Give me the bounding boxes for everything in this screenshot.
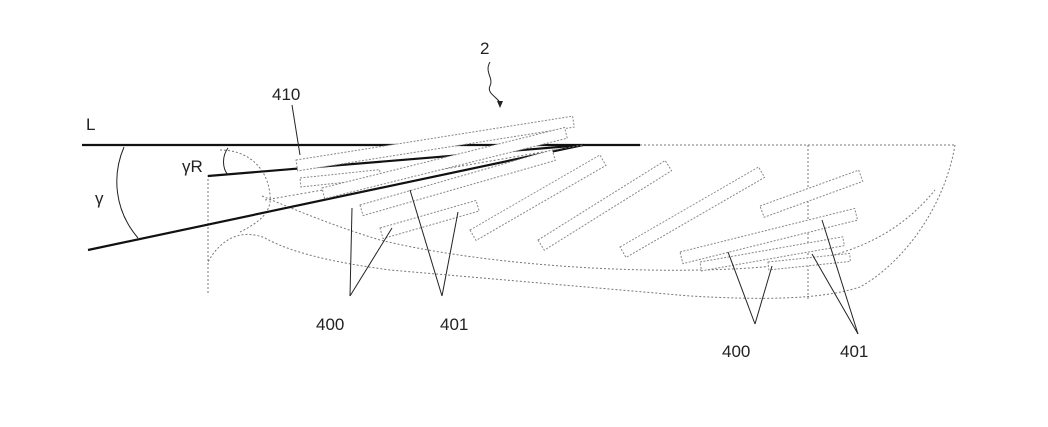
leader-right-401-b: [811, 253, 859, 335]
stripe-r1: [759, 169, 864, 218]
leader-left-400-b: [349, 227, 393, 297]
leader-ref-2: [487, 61, 501, 105]
label-ref-2: 2: [480, 39, 489, 58]
arc-gamma-r: [223, 147, 229, 176]
label-gamma: γ: [95, 189, 104, 208]
leader-left-401-b: [441, 211, 459, 297]
stripe-l4: [379, 199, 480, 240]
leader-left-400-a: [349, 207, 353, 297]
leader-410: [291, 104, 301, 156]
leader-left-401-a: [409, 189, 443, 297]
label-gamma-r: γR: [182, 157, 203, 176]
label-410: 410: [272, 85, 300, 104]
angle-line-gamma: [87, 143, 584, 252]
label-l: L: [86, 115, 95, 134]
stripe-l3: [359, 149, 556, 217]
inner-contour-upper: [219, 149, 271, 233]
stripe-r3: [699, 236, 845, 272]
label-right-400: 400: [722, 342, 750, 361]
body-outline: [207, 144, 956, 299]
right-stripes: [469, 154, 864, 272]
leader-right-400-a: [727, 251, 756, 325]
leader-right-401-a: [821, 219, 859, 335]
label-left-401: 401: [440, 315, 468, 334]
stripe-m2: [537, 159, 673, 251]
stripe-r2: [679, 207, 859, 265]
arc-gamma: [116, 146, 139, 239]
leader-right-400-b: [754, 265, 773, 325]
inner-contour-lower: [261, 189, 936, 271]
label-right-401: 401: [840, 342, 868, 361]
leader-ref-2-arrowhead: [497, 101, 503, 108]
label-left-400: 400: [316, 315, 344, 334]
stripe-m1: [469, 154, 607, 242]
